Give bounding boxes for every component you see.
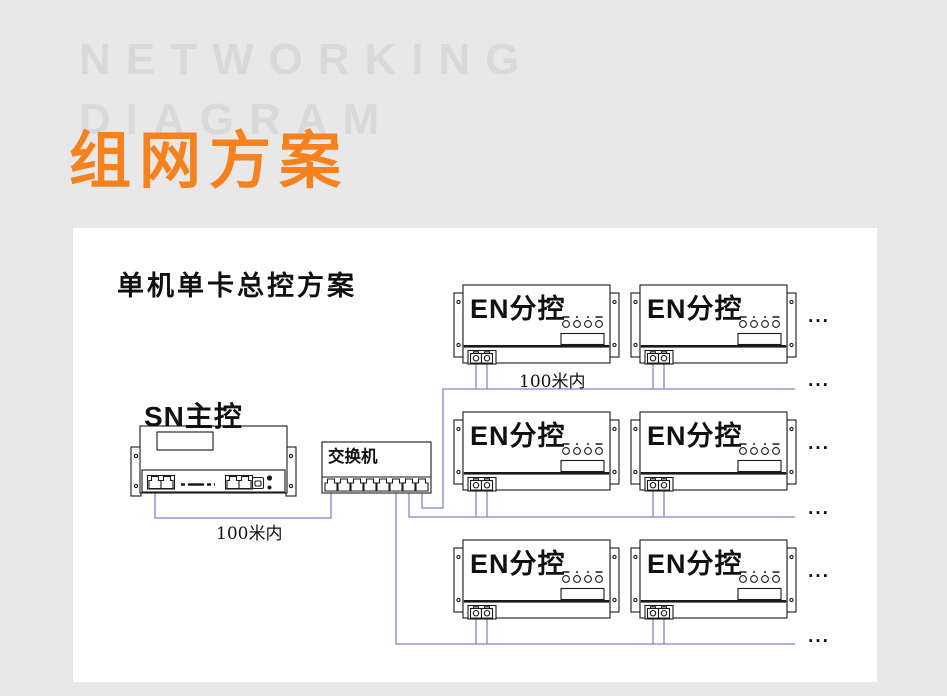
ellipsis-row1-bus: ...: [808, 370, 830, 391]
en-unit-label: EN分控: [470, 549, 566, 579]
ellipsis-row2-devices: ...: [808, 433, 830, 454]
en-unit-label: EN分控: [647, 294, 743, 324]
sn-display: [156, 431, 214, 451]
sn-lan-ports-right: [224, 474, 254, 490]
switch-label: 交换机: [328, 448, 378, 466]
wire-row3-drops: [475, 619, 665, 644]
ellipsis-row2-bus: ...: [808, 498, 830, 519]
network-wires: [154, 364, 795, 645]
distance-label-master: 100米内: [216, 524, 283, 544]
wire-row2-drops: [475, 491, 665, 517]
watermark-line2: DIAGRAM: [79, 95, 395, 144]
wire-master-to-switch: [154, 493, 332, 519]
page-title: 组网方案: [69, 127, 350, 196]
sn-master-label: SN主控: [144, 401, 243, 432]
ellipsis-row1-devices: ...: [808, 306, 830, 327]
wire-switch-to-row1-bus: [421, 388, 795, 509]
sn-button-bottom: [267, 485, 272, 490]
watermark-text: NETWORKING DIAGRAM: [79, 30, 535, 150]
ellipsis-row3-devices: ...: [808, 561, 830, 582]
wire-switch-to-row2-bus: [408, 491, 795, 518]
switch-device: [321, 441, 432, 494]
en-unit-label: EN分控: [647, 421, 743, 451]
en-unit-label: EN分控: [470, 294, 566, 324]
sn-lan-ports-left: [146, 474, 176, 490]
wire-row1-drops: [475, 364, 665, 389]
sn-button-top: [266, 475, 273, 481]
wire-switch-to-row3-bus: [395, 491, 795, 645]
en-unit-label: EN分控: [647, 549, 743, 579]
ellipsis-row3-bus: ...: [808, 626, 830, 647]
scheme-subtitle: 单机单卡总控方案: [117, 271, 357, 301]
en-unit-label: EN分控: [470, 421, 566, 451]
distance-label-row1: 100米内: [519, 372, 586, 392]
sn-master-device: [130, 425, 297, 497]
watermark-line1: NETWORKING: [79, 35, 535, 84]
